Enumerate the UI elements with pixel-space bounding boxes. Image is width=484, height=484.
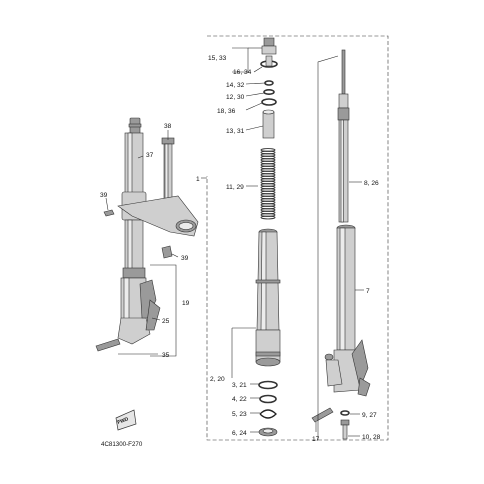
damper-rod	[337, 49, 350, 223]
label-1: 1	[196, 176, 200, 183]
drawing-code: 4C81300-F270	[101, 441, 143, 448]
label-19: 19	[182, 300, 190, 307]
bracket-19	[150, 264, 177, 357]
label-18-36: 18, 36	[217, 108, 236, 115]
left-fork-assembly	[95, 117, 161, 352]
label-11-29: 11, 29	[226, 184, 244, 191]
washer-12	[263, 89, 275, 96]
label-4-22: 4, 22	[232, 396, 247, 403]
leader-13	[245, 125, 264, 131]
label-3-21: 3, 21	[232, 382, 247, 389]
dust-seal-3	[258, 380, 278, 390]
label-10-28: 10, 28	[362, 434, 381, 441]
exploded-inner-parts: 15, 33 16, 34 14, 32 12, 30 18, 36 13, 3…	[196, 37, 281, 437]
o-ring-14	[264, 80, 274, 86]
cap-bolt	[260, 37, 278, 68]
leader-39b	[171, 253, 179, 258]
label-13-31: 13, 31	[226, 128, 245, 135]
label-39a: 39	[100, 192, 108, 199]
link-1-to-rod	[317, 55, 339, 440]
under-bracket	[103, 195, 199, 259]
fwd-logo-text: FWD	[117, 416, 130, 426]
label-35: 35	[162, 352, 170, 359]
leader-39a	[105, 197, 109, 211]
label-8-26: 8, 26	[364, 180, 379, 187]
leader-18	[245, 102, 263, 111]
label-12-30: 12, 30	[226, 94, 245, 101]
leader-14	[245, 82, 266, 85]
label-38: 38	[164, 123, 172, 130]
leader-37	[137, 155, 144, 159]
bolt-10	[340, 419, 350, 440]
fork-spring	[260, 148, 276, 220]
label-15-33: 15, 33	[208, 55, 227, 62]
label-2-20: 2, 20	[210, 376, 225, 383]
label-25: 25	[162, 318, 170, 325]
label-39b: 39	[181, 255, 189, 262]
label-16-34: 16, 34	[233, 69, 252, 76]
spacer-13	[262, 109, 275, 139]
label-7: 7	[366, 288, 370, 295]
label-6-24: 6, 24	[232, 430, 247, 437]
axle-holder	[324, 339, 371, 397]
inner-tube	[336, 224, 356, 351]
assembly-boundary	[206, 35, 389, 441]
label-9-27: 9, 27	[362, 412, 377, 419]
leader-12	[245, 92, 265, 97]
outer-tube	[255, 228, 281, 367]
label-5-23: 5, 23	[232, 411, 247, 418]
label-14-32: 14, 32	[226, 82, 245, 89]
leader-25	[151, 317, 161, 321]
label-37: 37	[146, 152, 154, 159]
bolt-17	[311, 407, 334, 423]
leader-16	[253, 66, 263, 73]
oil-seal-4	[259, 394, 277, 404]
damper-and-inner-tube: 8, 26 7 9, 27 10, 28 17	[311, 49, 381, 443]
bracket-15-16	[232, 47, 249, 73]
washer-18	[261, 98, 277, 106]
assembled-fork-view: 38 37 39 39 19 25 35	[95, 117, 199, 359]
spring-coil	[260, 215, 276, 220]
steering-stem	[161, 137, 175, 201]
washer-6	[258, 427, 278, 437]
washer-9	[340, 410, 350, 416]
label-17: 17	[312, 436, 320, 443]
clip-5	[259, 409, 277, 419]
fwd-logo: FWD	[115, 409, 137, 431]
